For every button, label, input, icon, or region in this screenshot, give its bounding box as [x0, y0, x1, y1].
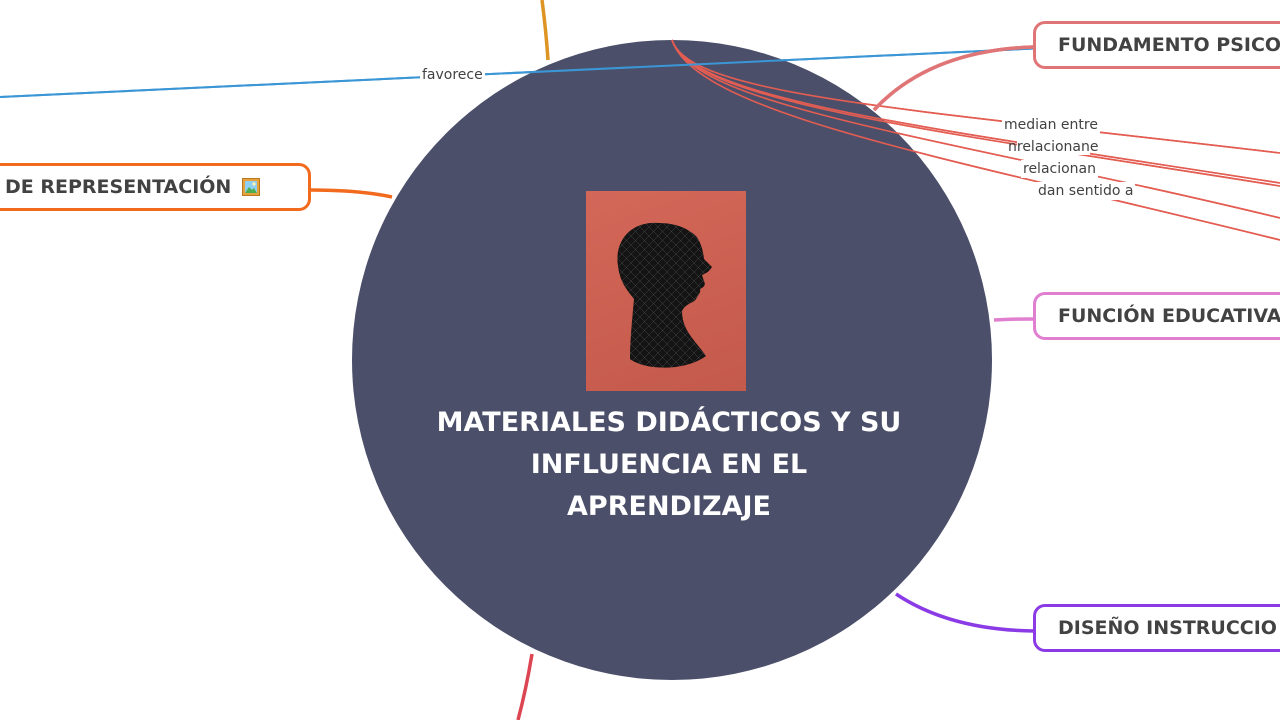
- branch-representacion[interactable]: DE REPRESENTACIÓN: [0, 163, 311, 211]
- human-head-silhouette-image: [586, 191, 746, 391]
- connector-funcion: [993, 317, 1035, 322]
- edge-label-relacionan-overlap: nrelacionane: [1008, 138, 1099, 156]
- edge-label-overlap-prefix: n: [1008, 139, 1017, 155]
- branch-funcion-label: FUNCIÓN EDUCATIVA: [1058, 305, 1280, 327]
- edge-label-relacionan: relacionan: [1021, 160, 1099, 178]
- central-title: MATERIALES DIDÁCTICOS Y SU INFLUENCIA EN…: [392, 402, 946, 528]
- central-title-line-3: APRENDIZAJE: [567, 491, 771, 522]
- branch-diseno-instruccional[interactable]: DISEÑO INSTRUCCIO: [1033, 604, 1280, 652]
- connector-fundamento: [872, 45, 1035, 112]
- branch-funcion-educativa[interactable]: FUNCIÓN EDUCATIVA: [1033, 292, 1280, 340]
- connector-representacion: [309, 188, 393, 199]
- connector-crimson: [516, 653, 534, 720]
- central-title-line-1: MATERIALES DIDÁCTICOS Y SU: [436, 407, 902, 438]
- edge-label-dan-sentido-a: dan sentido a: [1036, 182, 1136, 200]
- edge-label-overlap-word: relacionan: [1016, 139, 1090, 155]
- connector-diseno: [895, 592, 1035, 633]
- branch-diseno-label: DISEÑO INSTRUCCIO: [1058, 617, 1277, 639]
- head-silhouette-icon: [617, 222, 712, 368]
- branch-fundamento-label: FUNDAMENTO PSICO: [1058, 34, 1280, 56]
- branch-fundamento-psicologico[interactable]: FUNDAMENTO PSICO: [1033, 21, 1280, 69]
- connector-gold: [540, 0, 550, 61]
- branch-representacion-label: DE REPRESENTACIÓN: [5, 176, 232, 198]
- edge-label-median-entre: median entre: [1002, 116, 1100, 134]
- framed-picture-icon: [241, 169, 260, 196]
- edge-label-favorece: favorece: [420, 66, 485, 84]
- central-title-line-2: INFLUENCIA EN EL: [530, 449, 808, 480]
- edge-label-overlap-suffix: e: [1089, 139, 1099, 155]
